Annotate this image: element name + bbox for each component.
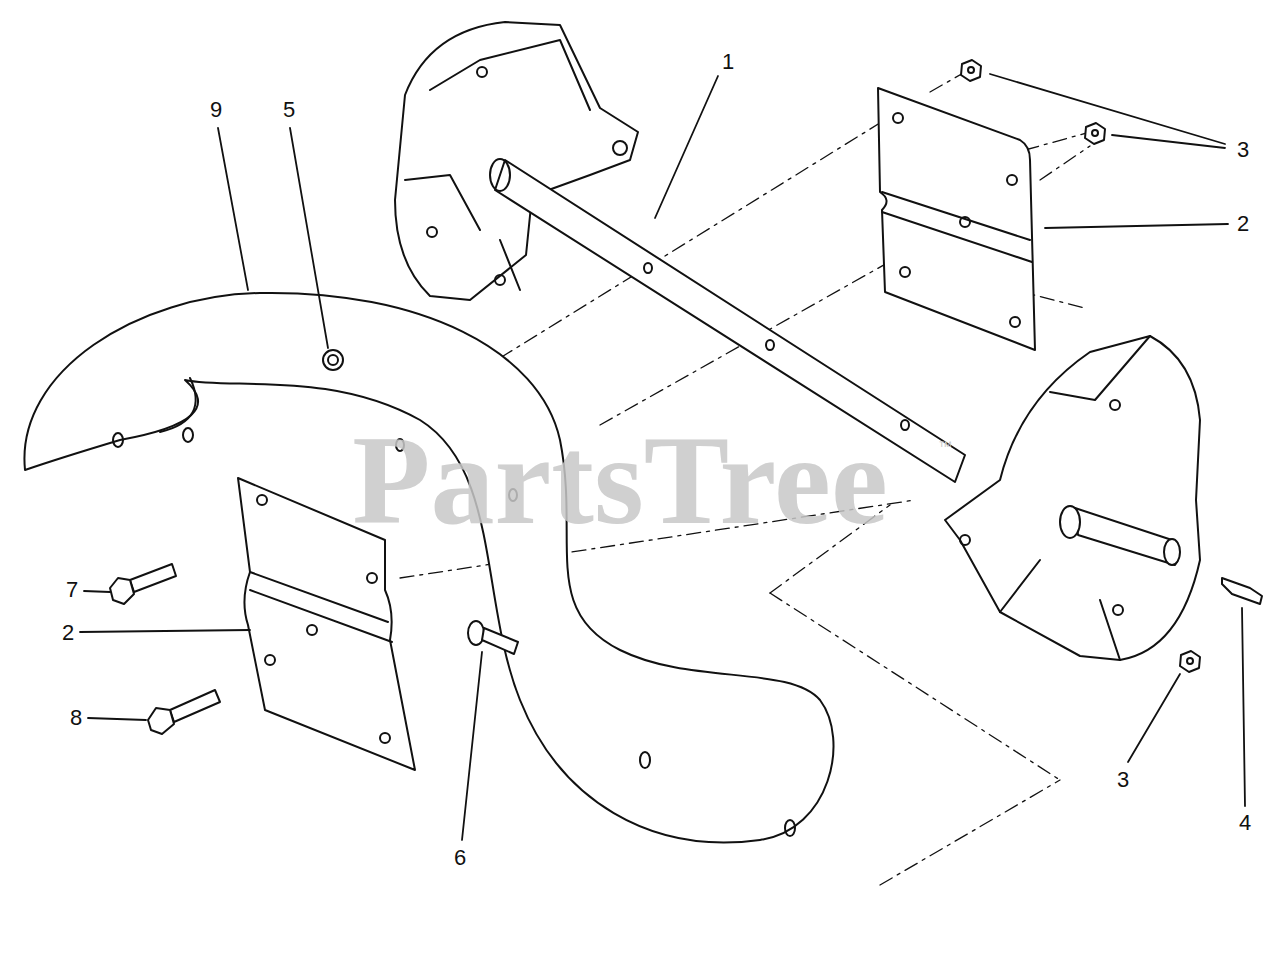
callout-number: 3 (1237, 139, 1249, 161)
callout-number: 4 (1239, 812, 1251, 834)
callout-number: 5 (283, 99, 295, 121)
callout-number: 2 (1237, 213, 1249, 235)
callout-number: 2 (62, 622, 74, 644)
callout-number: 7 (66, 579, 78, 601)
callout-number: 6 (454, 847, 466, 869)
callout-number: 1 (722, 51, 734, 73)
watermark-mark: ™ (938, 439, 952, 453)
callout-number: 9 (210, 99, 222, 121)
leader-lines (80, 74, 1245, 840)
callout-number: 8 (70, 707, 82, 729)
callout-number: 3 (1117, 769, 1129, 791)
watermark: PartsTree (352, 416, 887, 544)
